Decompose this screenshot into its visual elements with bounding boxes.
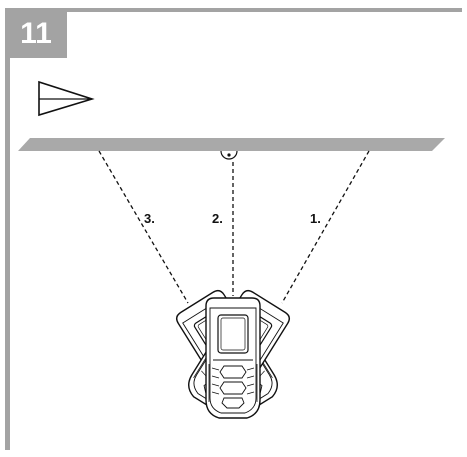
device-center <box>205 297 261 419</box>
step-number-badge: 11 <box>5 10 67 58</box>
laser-direction-triangle-icon <box>38 80 95 117</box>
measurement-label-1: 1. <box>310 211 321 226</box>
measurement-lines <box>98 150 370 304</box>
measurement-line-3 <box>98 150 189 304</box>
frame-left-border <box>5 8 10 450</box>
measurement-line-1 <box>281 150 370 304</box>
perpendicular-symbol-icon <box>220 150 238 160</box>
target-surface <box>18 138 445 151</box>
measurement-label-2: 2. <box>212 211 223 226</box>
frame-top-border <box>5 8 462 12</box>
measurement-label-3: 3. <box>144 211 155 226</box>
